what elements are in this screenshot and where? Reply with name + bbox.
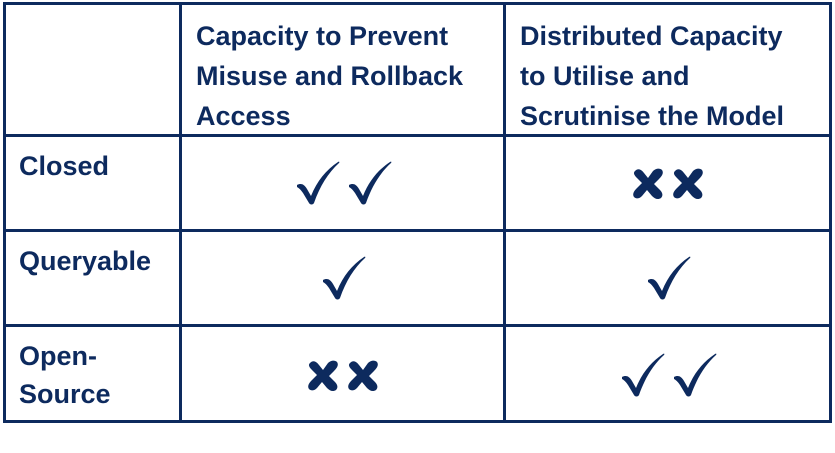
header-prevent-misuse: Capacity to Prevent Misuse and Rollback … [182,5,506,137]
cross-icon [347,360,378,392]
cross-icon [632,168,663,200]
cell-closed-scrutinise [506,137,829,232]
cross-icon [672,168,703,200]
mark-group [506,232,829,324]
row-label-queryable: Queryable [6,232,182,327]
check-icon [621,353,664,397]
header-scrutinise: Distributed Capacity to Utilise and Scru… [506,5,829,137]
cross-icon [307,360,338,392]
check-icon [348,161,391,205]
mark-group [182,137,503,229]
mark-group [182,327,503,423]
mark-group [506,327,829,423]
row-label-open-source: Open-Source [6,327,182,423]
cell-queryable-scrutinise [506,232,829,327]
mark-group [182,232,503,324]
cell-open-source-prevent-misuse [182,327,506,423]
check-icon [673,353,716,397]
cell-queryable-prevent-misuse [182,232,506,327]
check-icon [322,256,365,300]
check-icon [647,256,690,300]
cell-closed-prevent-misuse [182,137,506,232]
cell-open-source-scrutinise [506,327,829,423]
mark-group [506,137,829,229]
row-label-closed: Closed [6,137,182,232]
header-empty-cell [6,5,182,137]
comparison-table: Capacity to Prevent Misuse and Rollback … [3,2,832,423]
check-icon [296,161,339,205]
